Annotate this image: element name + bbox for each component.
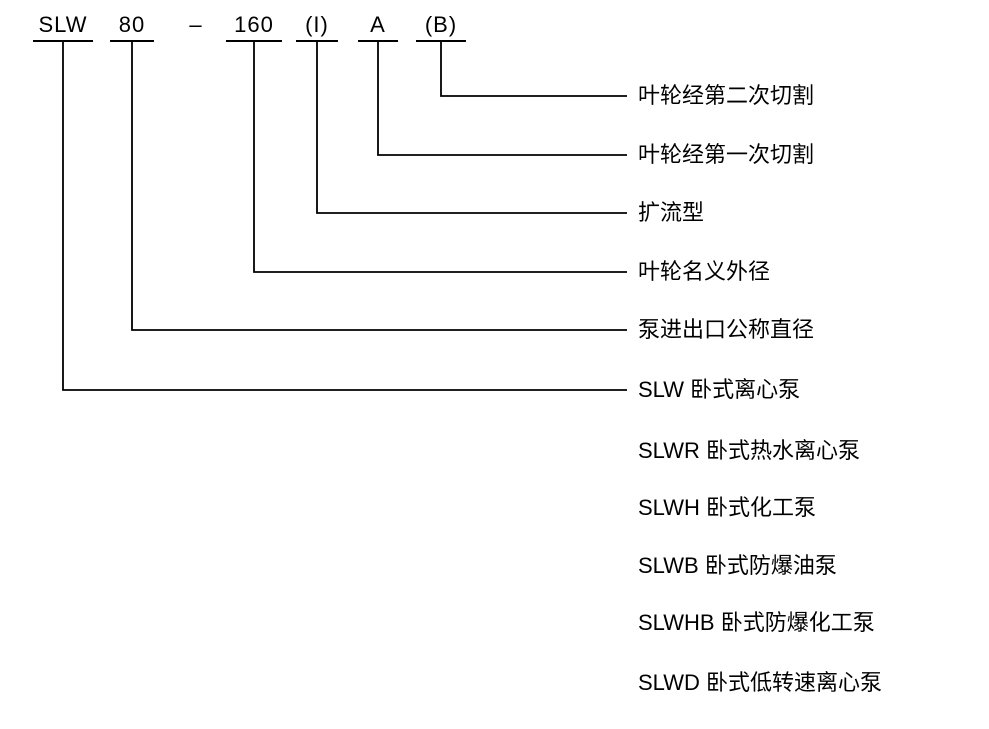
connector-second-cut	[440, 42, 627, 97]
code-token-impeller-diameter: 160	[226, 10, 282, 42]
callout-label-flow-type: 扩流型	[638, 200, 705, 225]
variant-label-slwb: SLWB 卧式防爆油泵	[638, 553, 837, 578]
code-token-first-cut: A	[358, 10, 398, 42]
code-token-port-diameter: 80	[110, 10, 154, 42]
variant-label-slwhb: SLWHB 卧式防爆化工泵	[638, 610, 875, 635]
connector-flow-type	[316, 42, 627, 214]
connector-first-cut	[377, 42, 627, 156]
variant-label-slwr: SLWR 卧式热水离心泵	[638, 438, 861, 463]
callout-label-first-cut: 叶轮经第一次切割	[638, 142, 815, 167]
variant-label-slwd: SLWD 卧式低转速离心泵	[638, 670, 883, 695]
variant-label-slwh: SLWH 卧式化工泵	[638, 495, 817, 520]
callout-label-series-slw: SLW 卧式离心泵	[638, 377, 801, 402]
code-token-flow-type: (I)	[296, 10, 338, 42]
callout-label-port-diameter: 泵进出口公称直径	[638, 317, 815, 342]
callout-label-impeller-diameter: 叶轮名义外径	[638, 259, 771, 284]
connector-series	[62, 42, 627, 391]
code-token-second-cut: (B)	[416, 10, 466, 42]
code-token-series: SLW	[33, 10, 93, 42]
callout-label-second-cut: 叶轮经第二次切割	[638, 83, 815, 108]
connector-impeller-dia	[253, 42, 627, 273]
code-token-dash: –	[189, 12, 203, 37]
connector-port-dia	[131, 42, 627, 331]
